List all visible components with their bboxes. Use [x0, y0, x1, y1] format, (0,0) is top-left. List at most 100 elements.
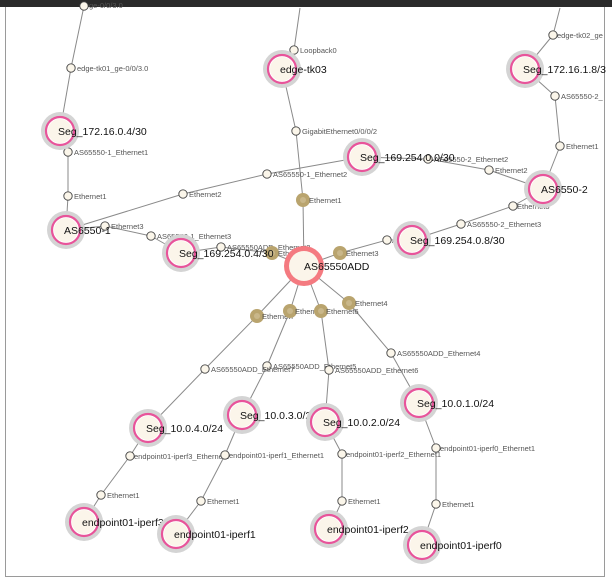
interface-point[interactable]: edge-tk02_ge	[548, 30, 603, 40]
node-body	[230, 403, 254, 427]
node-body	[169, 241, 193, 265]
topology-node[interactable]: Seg_10.0.2.0/24	[306, 403, 400, 441]
interface-point[interactable]: Ethernet1	[96, 490, 140, 500]
interface-label: AS65550-2_Ethernet2	[434, 155, 508, 164]
interface-point[interactable]: Ethernet1	[63, 191, 107, 201]
topology-node[interactable]: endpoint01-iperf3	[65, 503, 164, 541]
topology-node[interactable]: Seg_169.254.0.8/30	[393, 221, 505, 259]
interface-point[interactable]: AS65550-2_Ethernet3	[456, 219, 541, 229]
topology-node[interactable]: edge-tk03	[263, 50, 327, 88]
router-interface-core	[337, 250, 343, 256]
interface-point[interactable]: AS65550-2_Ethernet2	[423, 154, 508, 164]
interface-label: Ethernet3	[517, 202, 550, 211]
interface-label: endpoint01-iperf0_Ethernet1	[440, 444, 535, 453]
interface-dot-icon	[66, 63, 76, 73]
interface-point[interactable]: ge-0/0/3.0	[79, 1, 123, 11]
interface-point[interactable]: Ethernet3	[333, 246, 379, 260]
interface-label: ge-0/0/3.0	[89, 1, 123, 10]
interface-point[interactable]: Ethernet3	[100, 221, 144, 231]
node-label: Seg_169.254.0.0/30	[360, 152, 455, 164]
topology-node[interactable]: Seg_172.16.0.4/30	[41, 112, 147, 150]
interface-label: AS65550ADD_Ethernet5	[273, 362, 356, 371]
interface-label: Ethernet1	[348, 497, 381, 506]
node-label: endpoint01-iperf1	[174, 529, 256, 541]
interface-dot-icon	[196, 496, 206, 506]
interface-point[interactable]: Ethernet3	[508, 201, 550, 211]
topology-node[interactable]: endpoint01-iperf2	[310, 510, 409, 548]
topology-node[interactable]: endpoint01-iperf0	[403, 526, 502, 564]
interface-point[interactable]: Ethernet1	[555, 141, 599, 151]
node-label: Seg_169.254.0.4/30	[179, 248, 274, 260]
interface-label: Ethernet1	[207, 497, 240, 506]
interface-point[interactable]: Ethernet1	[296, 193, 342, 207]
node-label: AS6550-1	[64, 225, 111, 237]
router-interface-core	[287, 308, 293, 314]
interface-label: AS65550ADD_Ethernet6	[335, 366, 418, 375]
link-edge	[293, 7, 301, 51]
interface-dot-icon	[291, 126, 301, 136]
interface-point[interactable]: Ethernet1	[431, 499, 475, 509]
interface-dot-icon	[550, 91, 560, 101]
node-label: endpoint01-iperf0	[420, 540, 502, 552]
interface-point[interactable]: endpoint01-iperf0_Ethernet1	[431, 443, 535, 453]
interface-dot-icon	[508, 201, 518, 211]
interface-label: Ethernet2	[495, 166, 528, 175]
interface-point[interactable]: Ethernet1	[337, 496, 381, 506]
interface-point[interactable]: endpoint01-iperf2_Ethernet1	[337, 449, 441, 459]
node-body	[531, 177, 555, 201]
interface-point[interactable]: Ethernet5	[283, 304, 328, 318]
topology-node[interactable]: Seg_169.254.0.0/30	[343, 138, 455, 176]
interface-point[interactable]: Ethernet6	[314, 304, 359, 318]
interface-label: Loopback0	[300, 46, 337, 55]
interface-point[interactable]: AS65550-1_Ethernet2	[262, 169, 347, 179]
topology-node[interactable]: AS6550-2	[524, 170, 588, 208]
link-edge	[339, 239, 388, 254]
topology-node[interactable]: Seg_10.0.4.0/24	[129, 409, 223, 447]
topology-node[interactable]: AS65550ADD	[284, 246, 370, 286]
interface-label: Ethernet1	[74, 192, 107, 201]
link-edge	[200, 454, 226, 502]
interface-point[interactable]: Ethernet4	[342, 296, 388, 310]
interface-dot-icon	[484, 165, 494, 175]
topology-node[interactable]: Seg_10.0.3.0/24	[223, 396, 317, 434]
interface-dot-icon	[382, 235, 392, 245]
interface-point[interactable]: AS65550-1_Ethernet1	[63, 147, 148, 157]
interface-point[interactable]: Ethernet2	[178, 189, 222, 199]
interface-dot-icon	[386, 348, 396, 358]
interface-point[interactable]: AS65550ADD_Ethernet7	[200, 364, 295, 374]
interface-point[interactable]: AS65550-1_Ethernet3	[146, 231, 231, 241]
topology-node[interactable]: Seg_10.0.1.0/24	[400, 384, 494, 422]
interface-label: Ethernet2	[189, 190, 222, 199]
node-body	[317, 517, 341, 541]
topology-node[interactable]: endpoint01-iperf1	[157, 515, 256, 553]
interface-point[interactable]: Ethernet2	[484, 165, 528, 175]
interface-dot-icon	[79, 1, 89, 11]
router-interface-core	[269, 250, 275, 256]
interface-label: Ethernet4	[355, 299, 388, 308]
interface-dot-icon	[96, 490, 106, 500]
interface-point[interactable]: endpoint01-iperf1_Ethernet1	[220, 450, 324, 460]
interface-point[interactable]: AS65550ADD_Ethernet4	[386, 348, 481, 358]
interface-point[interactable]: AS65550-2_	[550, 91, 604, 101]
interface-dot-icon	[431, 499, 441, 509]
interface-point[interactable]: Loopback0	[289, 45, 337, 55]
link-edge	[104, 225, 152, 237]
topology-node[interactable]: Seg_169.254.0.4/30	[162, 234, 274, 272]
node-label: Seg_10.0.4.0/24	[146, 423, 223, 435]
node-body	[48, 119, 72, 143]
interface-point[interactable]: endpoint01-iperf3_Ethernet1	[125, 451, 229, 461]
topology-node[interactable]: AS6550-1	[47, 211, 111, 249]
interface-point[interactable]: AS65550ADD_Ethernet6	[324, 365, 419, 375]
node-label: Seg_10.0.2.0/24	[323, 417, 400, 429]
interface-label: Ethernet1	[442, 500, 475, 509]
interface-point[interactable]: Ethernet7	[250, 309, 295, 323]
interface-point[interactable]: Ethernet1	[196, 496, 240, 506]
interface-point[interactable]: AS65550ADD_Ethernet5	[262, 361, 357, 371]
link-edge	[100, 455, 131, 496]
interface-label: Ethernet5	[295, 307, 328, 316]
interface-point[interactable]: edge-tk01_ge-0/0/3.0	[66, 63, 149, 73]
topology-node[interactable]: Seg_172.16.1.8/3	[506, 50, 606, 88]
node-body	[410, 533, 434, 557]
interface-point[interactable]: GigabitEthernet0/0/0/2	[291, 126, 377, 136]
